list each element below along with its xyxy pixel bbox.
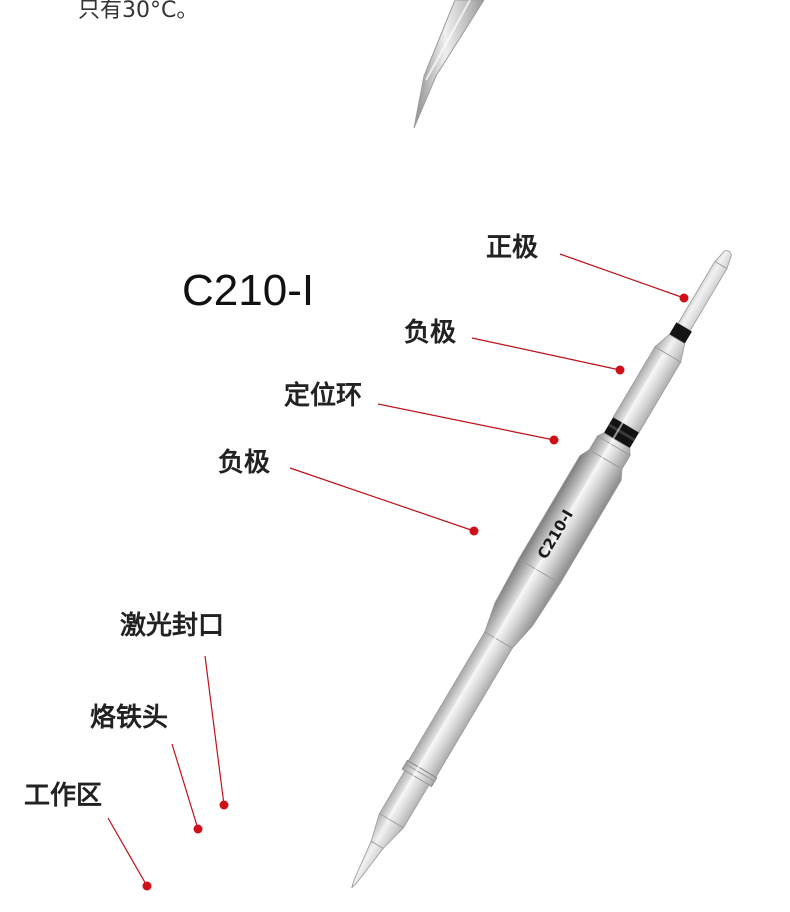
dot-negative-2 [469,526,479,536]
dot-positive [679,293,689,303]
label-iron-head: 烙铁头 [90,703,169,733]
upper-tip-fragment [413,0,485,129]
marker-dots [142,293,689,891]
model-title: C210-I [182,266,315,315]
dot-laser-seal [219,800,229,810]
dot-iron-head [193,824,203,834]
label-negative-1: 负极 [404,318,457,348]
label-positive: 正极 [486,233,539,263]
leader-work-area [107,817,148,887]
label-locating-ring: 定位环 [284,381,363,411]
label-work-area: 工作区 [24,781,103,811]
leader-negative-2 [289,467,475,532]
tip-body: C210-I [351,250,732,889]
leader-negative-1 [471,337,621,371]
leader-iron-head [171,743,199,830]
dot-work-area [142,881,152,891]
leader-locating-ring [377,403,555,441]
label-negative-2: 负极 [218,448,271,478]
leader-positive [559,253,685,299]
leader-lines [107,253,685,887]
leader-laser-seal [204,655,225,806]
dot-locating-ring [549,435,559,445]
dot-negative-1 [615,365,625,375]
top-caption: 只有30°C。 [78,0,199,23]
label-laser-seal: 激光封口 [120,611,225,641]
